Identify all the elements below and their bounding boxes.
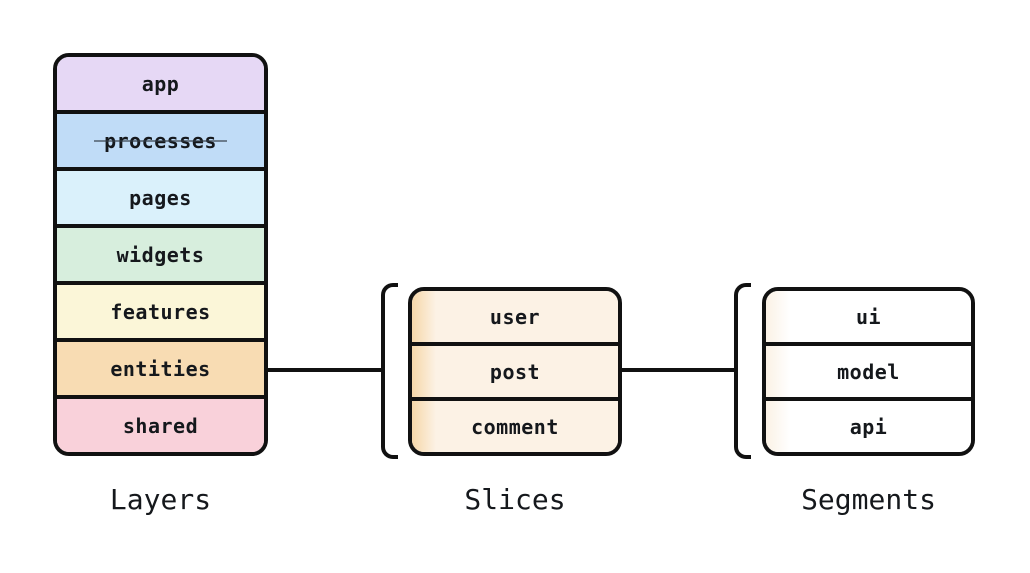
layer-label-features: features [110, 299, 211, 324]
slices-box: user post comment [408, 287, 622, 456]
segments-caption: Segments [801, 483, 936, 516]
connector-line-slices-to-segments [620, 368, 737, 372]
segment-label-model: model [837, 359, 900, 384]
layer-label-processes-deprecated: processes [94, 128, 227, 153]
layers-caption: Layers [109, 483, 212, 516]
segment-label-api: api [849, 414, 888, 439]
layer-label-entities: entities [110, 356, 211, 381]
layer-row-shared: shared [57, 395, 264, 452]
slice-row-post: post [412, 342, 618, 397]
layers-stack: app processes pages widgets features ent… [53, 53, 268, 456]
slice-label-post: post [489, 359, 541, 384]
slices-caption: Slices [464, 483, 566, 516]
layer-row-pages: pages [57, 167, 264, 224]
bracket-icon-segments [734, 283, 751, 459]
bracket-icon-slices [381, 283, 398, 459]
segment-label-ui: ui [855, 304, 882, 329]
segments-box: ui model api [762, 287, 975, 456]
slice-label-comment: comment [471, 414, 559, 439]
connector-line-layers-to-slices [266, 368, 384, 372]
layer-row-features: features [57, 281, 264, 338]
layer-row-processes: processes [57, 110, 264, 167]
slice-row-comment: comment [412, 397, 618, 452]
layer-row-app: app [57, 57, 264, 110]
slice-label-user: user [489, 304, 541, 329]
layer-label-shared: shared [122, 413, 199, 438]
layer-row-entities: entities [57, 338, 264, 395]
layer-row-widgets: widgets [57, 224, 264, 281]
segment-row-model: model [766, 342, 971, 397]
segment-row-ui: ui [766, 291, 971, 342]
layer-label-pages: pages [129, 185, 192, 210]
slice-row-user: user [412, 291, 618, 342]
segment-row-api: api [766, 397, 971, 452]
layer-label-app: app [141, 71, 180, 96]
layer-label-widgets: widgets [116, 242, 205, 267]
